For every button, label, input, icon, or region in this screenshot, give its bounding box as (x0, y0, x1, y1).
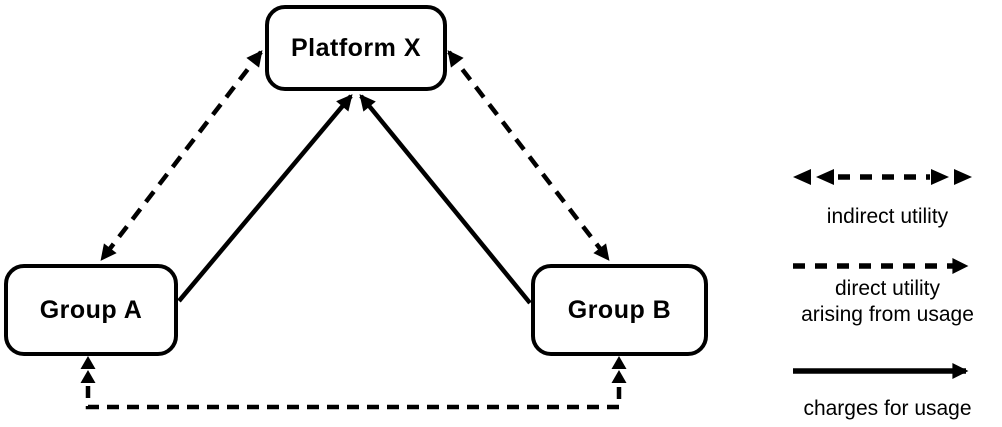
direct-utility-connector-path (85, 386, 622, 410)
indirect-utility-arrow-platform-group-a (100, 50, 263, 261)
right-arrowhead-icon (954, 169, 972, 185)
left-arrowhead-icon (793, 169, 811, 185)
legend-label-indirect-utility: indirect utility (826, 205, 949, 228)
node-group-a-label: Group A (39, 295, 143, 324)
legend-label-charges-for-usage: charges for usage (803, 397, 972, 420)
node-platform-x: Platform X (265, 5, 447, 91)
direct-utility-arrow-group-a-group-b (80, 356, 627, 410)
node-platform-x-label: Platform X (290, 33, 422, 62)
node-group-b-label: Group B (567, 295, 672, 324)
up-arrowhead-icon (80, 356, 96, 369)
charges-arrow-group-a-to-platform (177, 94, 353, 303)
up-arrowhead-icon (611, 370, 627, 383)
node-group-b: Group B (531, 264, 708, 356)
left-arrowhead-icon (816, 169, 834, 185)
up-arrowhead-icon (611, 356, 627, 369)
legend-label-direct-utility-line1: direct utility (834, 277, 941, 300)
right-arrowhead-icon (931, 169, 949, 185)
legend-label-direct-utility-line2: arising from usage (801, 303, 974, 326)
up-arrowhead-icon (80, 370, 96, 383)
indirect-utility-arrow-platform-group-b (447, 50, 610, 261)
legend-indirect-utility-arrow-icon (793, 169, 972, 185)
node-group-a: Group A (4, 264, 178, 356)
charges-arrow-group-b-to-platform (359, 94, 532, 305)
